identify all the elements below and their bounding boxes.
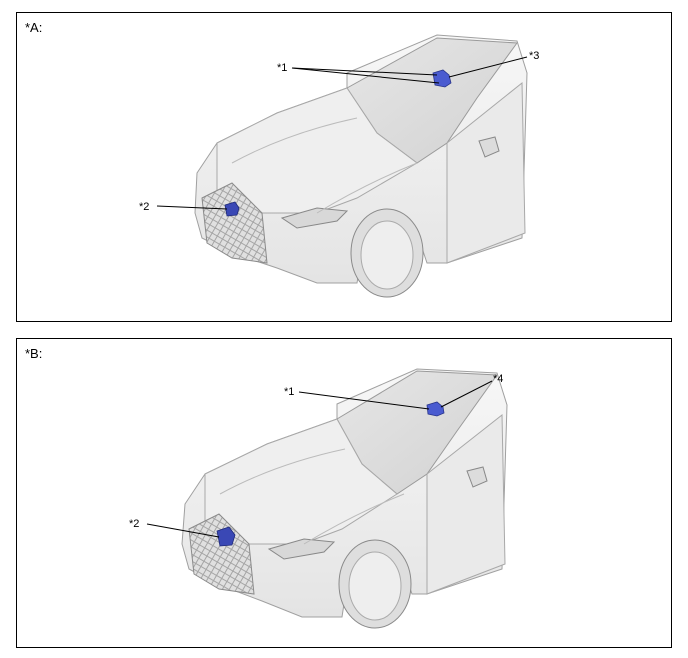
callout-1: *1 xyxy=(284,386,294,398)
car-illustration-a: *1 *2 *3 xyxy=(139,34,539,298)
panel-b: *B: xyxy=(16,338,672,648)
car-body xyxy=(194,34,528,298)
camera-sensor-icon xyxy=(426,401,445,417)
car-illustration-b: *1 *2 *4 xyxy=(129,368,508,629)
callout-3: *3 xyxy=(529,50,539,62)
panel-a-label: *A: xyxy=(25,20,43,35)
callout-2: *2 xyxy=(129,518,139,530)
leader-lines xyxy=(156,56,528,210)
radar-sensor-icon xyxy=(216,526,236,547)
callout-1: *1 xyxy=(277,62,287,74)
panel-a: *A: xyxy=(16,12,672,322)
callout-4: *4 xyxy=(493,373,503,385)
leader-lines xyxy=(146,380,493,538)
callout-2: *2 xyxy=(139,201,149,213)
radar-sensor-icon xyxy=(224,201,240,217)
panel-b-label: *B: xyxy=(25,346,43,361)
car-body xyxy=(181,368,508,629)
